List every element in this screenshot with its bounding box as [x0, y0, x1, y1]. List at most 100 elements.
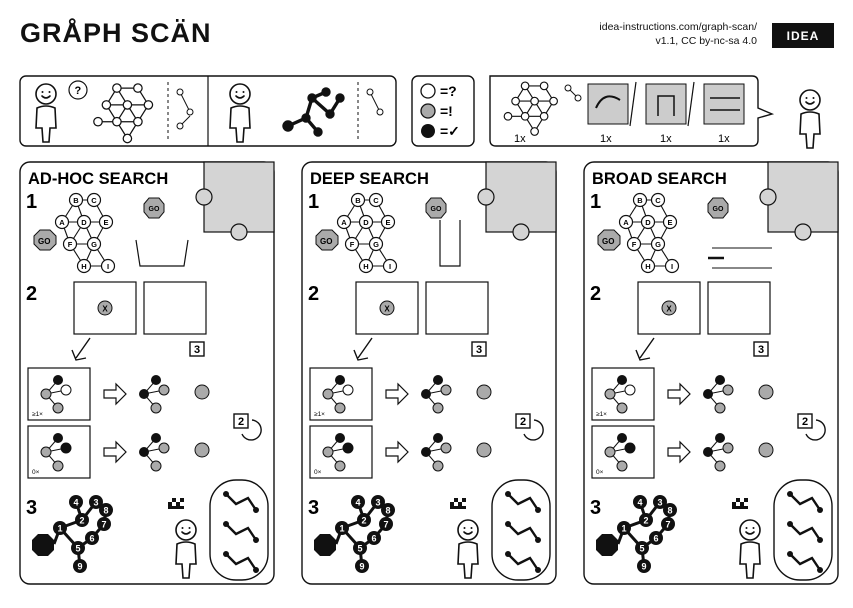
graph-node-label: F: [632, 240, 637, 249]
ordered-node: [357, 513, 371, 527]
start-node-icon: [32, 534, 54, 556]
ordered-node: [85, 531, 99, 545]
order-label: 3: [93, 498, 98, 508]
token-x-icon: [661, 300, 677, 316]
graph-node: [68, 192, 84, 208]
graph-node-label: E: [103, 218, 108, 227]
graph-node-label: B: [637, 196, 643, 205]
goto-step-label: 3: [194, 344, 200, 356]
ordered-node: [381, 503, 395, 517]
order-label: 1: [339, 524, 344, 534]
bubble-path: [225, 523, 257, 541]
order-label: 5: [75, 544, 80, 554]
graph-node: [62, 236, 78, 252]
order-label: 1: [621, 524, 626, 534]
graph-node-label: G: [91, 240, 97, 249]
rule-count: 0×: [596, 469, 604, 476]
rule-count: 0×: [32, 469, 40, 476]
graph-node-label: A: [341, 218, 347, 227]
rule-arrow-icon: [385, 440, 409, 464]
order-label: 5: [357, 544, 362, 554]
stack-part-icon: [645, 83, 687, 125]
step-number: 2: [590, 283, 601, 305]
goto-step-label: 3: [758, 344, 764, 356]
container-token-icon: [758, 384, 774, 400]
ordered-node: [89, 495, 103, 509]
multiplier-queue: 1x: [718, 133, 730, 145]
version-label: v1.1, CC by-nc-sa 4.0: [655, 35, 757, 47]
ordered-node: [53, 521, 67, 535]
graph-node: [336, 214, 352, 230]
multiplier-graph: 1x: [514, 133, 526, 145]
go-token-icon: [425, 197, 447, 219]
rule-count: 0×: [314, 469, 322, 476]
graph-node: [632, 192, 648, 208]
step-number: 2: [26, 283, 37, 305]
graph-node-label: I: [107, 262, 109, 271]
stack-icon: [439, 220, 461, 267]
loop-step-label: 2: [238, 416, 244, 428]
result-bubble: [491, 479, 551, 581]
order-label: 8: [667, 506, 672, 516]
graph-node: [368, 192, 384, 208]
graph-node-label: H: [645, 262, 650, 271]
bubble-path: [507, 553, 539, 571]
ordered-node: [69, 495, 83, 509]
ordered-node: [335, 521, 349, 535]
graph-node: [358, 214, 374, 230]
order-label: 6: [89, 534, 94, 544]
graph-node: [382, 258, 398, 274]
graph-node-label: A: [59, 218, 65, 227]
order-label: 7: [101, 520, 106, 530]
rule-arrow-icon: [103, 440, 127, 464]
graph-node-label: D: [81, 218, 87, 227]
rule-count: ≥1×: [314, 411, 325, 418]
queue-part-icon: [703, 83, 745, 125]
order-label: 7: [665, 520, 670, 530]
loop-arrow-icon: [805, 419, 826, 441]
graph-node: [650, 236, 666, 252]
go-label: GO: [602, 237, 614, 246]
header-meta: idea-instructions.com/graph-scan/ v1.1, …: [599, 20, 757, 48]
order-label: 2: [79, 516, 84, 526]
page-title: GRÅPH SCÄN: [20, 18, 212, 48]
graph-node-label: C: [373, 196, 379, 205]
graph-node-label: E: [667, 218, 672, 227]
graph-node-label: I: [389, 262, 391, 271]
order-label: 7: [383, 520, 388, 530]
graph-node: [344, 236, 360, 252]
bubble-path: [507, 523, 539, 541]
loop-step-box: [797, 413, 813, 429]
graph-node: [54, 214, 70, 230]
ordered-node: [73, 559, 87, 573]
bubble-path: [789, 553, 821, 571]
legend-unvisited: =?: [440, 83, 457, 99]
panel-title: DEEP SEARCH: [310, 170, 429, 188]
order-label: 4: [637, 498, 642, 508]
graph-node-label: B: [73, 196, 79, 205]
legend-visited: =✓: [440, 123, 460, 139]
graph-node-label: D: [645, 218, 651, 227]
order-label: 8: [385, 506, 390, 516]
traversed-graph-icon: [282, 87, 345, 137]
graph-node: [650, 192, 666, 208]
container-token-icon: [476, 442, 492, 458]
graph-node-label: E: [385, 218, 390, 227]
goto-step-box: [471, 341, 487, 357]
token-x-icon: [97, 300, 113, 316]
ordered-node: [639, 513, 653, 527]
intro-strip: ?: [19, 75, 397, 147]
part-tab: [203, 161, 275, 233]
token-label: X: [384, 305, 390, 314]
idea-logo: IDEA: [772, 23, 834, 48]
ordered-node: [99, 503, 113, 517]
bubble-path: [225, 493, 257, 511]
ordered-node: [355, 559, 369, 573]
step-number: 3: [26, 497, 37, 519]
bowl-part-icon: [587, 83, 629, 125]
source-url[interactable]: idea-instructions.com/graph-scan/: [599, 21, 757, 33]
ordered-node: [649, 531, 663, 545]
multiplier-bowl: 1x: [600, 133, 612, 145]
